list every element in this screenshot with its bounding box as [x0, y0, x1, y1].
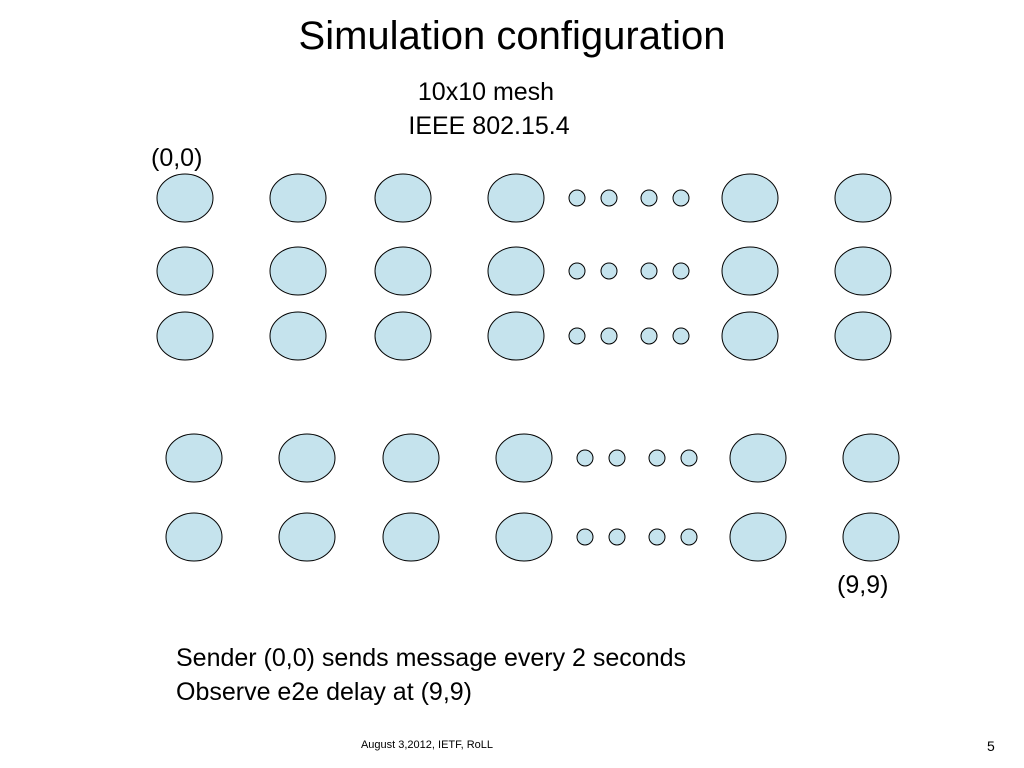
ellipsis-dot — [672, 327, 690, 345]
mesh-size-label: 10x10 mesh — [417, 78, 555, 106]
mesh-node — [487, 246, 545, 296]
mesh-node — [487, 173, 545, 223]
ellipsis-dot — [576, 449, 594, 467]
ellipsis-dot — [608, 449, 626, 467]
mesh-node — [382, 512, 440, 562]
mesh-node — [278, 512, 336, 562]
mesh-node — [495, 512, 553, 562]
ellipsis-dot — [568, 262, 586, 280]
mesh-node — [842, 433, 900, 483]
ellipsis-dot — [600, 327, 618, 345]
ellipsis-dot — [608, 528, 626, 546]
ellipsis-dot — [680, 528, 698, 546]
mesh-node — [165, 433, 223, 483]
ellipsis-dot — [672, 189, 690, 207]
mesh-node — [834, 173, 892, 223]
end-node-label: (9,9) — [837, 571, 889, 599]
origin-node-label: (0,0) — [151, 144, 203, 172]
ellipsis-dot — [576, 528, 594, 546]
note-sender: Sender (0,0) sends message every 2 secon… — [176, 644, 686, 672]
mesh-node — [269, 311, 327, 361]
mesh-node — [156, 246, 214, 296]
mesh-node — [156, 173, 214, 223]
mesh-node — [834, 311, 892, 361]
page-number: 5 — [987, 738, 995, 754]
mesh-node — [729, 512, 787, 562]
mesh-node — [487, 311, 545, 361]
mesh-node — [495, 433, 553, 483]
mesh-node — [721, 311, 779, 361]
ellipsis-dot — [640, 189, 658, 207]
note-observe: Observe e2e delay at (9,9) — [176, 678, 472, 706]
ellipsis-dot — [648, 528, 666, 546]
mesh-node — [278, 433, 336, 483]
ellipsis-dot — [568, 189, 586, 207]
mesh-node — [165, 512, 223, 562]
ellipsis-dot — [568, 327, 586, 345]
ellipsis-dot — [648, 449, 666, 467]
standard-label: IEEE 802.15.4 — [408, 112, 570, 140]
mesh-node — [269, 246, 327, 296]
ellipsis-dot — [600, 189, 618, 207]
mesh-node — [156, 311, 214, 361]
slide-title: Simulation configuration — [298, 14, 726, 58]
mesh-node — [374, 246, 432, 296]
mesh-node — [721, 173, 779, 223]
ellipsis-dot — [600, 262, 618, 280]
ellipsis-dot — [680, 449, 698, 467]
slide-footer: August 3,2012, IETF, RoLL — [360, 739, 494, 751]
mesh-node — [269, 173, 327, 223]
mesh-node — [374, 311, 432, 361]
mesh-node — [374, 173, 432, 223]
mesh-node — [729, 433, 787, 483]
ellipsis-dot — [672, 262, 690, 280]
mesh-node — [721, 246, 779, 296]
ellipsis-dot — [640, 262, 658, 280]
mesh-node — [834, 246, 892, 296]
mesh-node — [842, 512, 900, 562]
mesh-node — [382, 433, 440, 483]
ellipsis-dot — [640, 327, 658, 345]
